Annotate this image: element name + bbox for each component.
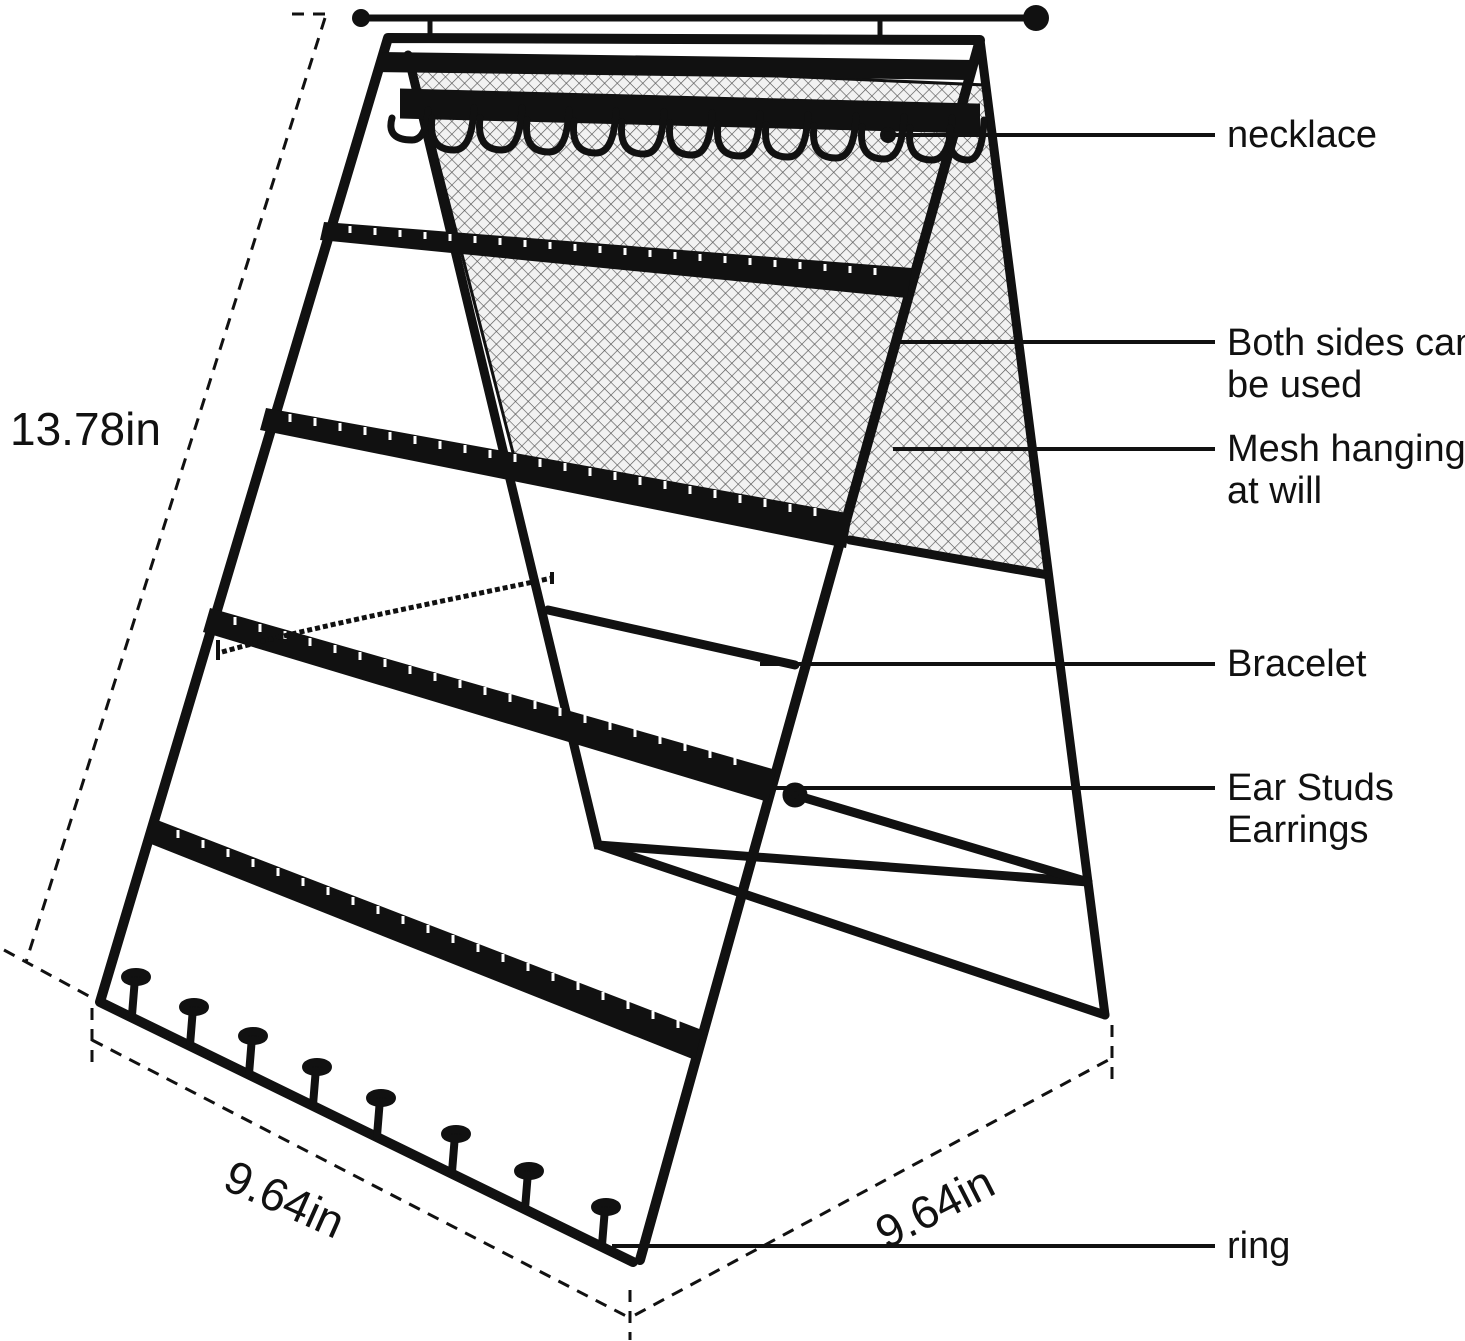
label-both-sides-line-1: Both sides can (1227, 322, 1465, 364)
label-necklace: necklace (1227, 114, 1377, 156)
bracelet-chain (221, 575, 553, 655)
dimension-height: 13.78in (10, 403, 161, 455)
dimension-lines (3, 12, 1114, 1340)
back-frame (403, 35, 1110, 1020)
label-mesh-line-1: Mesh hanging (1227, 428, 1465, 470)
earring-bar-2 (260, 408, 852, 548)
label-ear-studs-line-1: Ear Studs (1227, 767, 1394, 809)
label-bracelet: Bracelet (1227, 643, 1367, 685)
callout-lines (612, 127, 1215, 1248)
label-ear-studs-line-2: Earrings (1227, 809, 1369, 851)
earring-bar-3 (203, 608, 776, 802)
label-both-sides-line-2: be used (1227, 364, 1363, 406)
earring-bar-1 (320, 222, 912, 298)
top-bar (352, 5, 1049, 38)
earring-bar-4 (146, 818, 702, 1060)
earring-slots (176, 226, 877, 1028)
front-frame (95, 33, 985, 1267)
label-mesh-line-2: at will (1227, 470, 1323, 512)
earring-bars (146, 222, 912, 1060)
ring-posts (121, 968, 621, 1249)
label-ring: ring (1227, 1225, 1291, 1267)
necklace-bar (376, 52, 988, 164)
